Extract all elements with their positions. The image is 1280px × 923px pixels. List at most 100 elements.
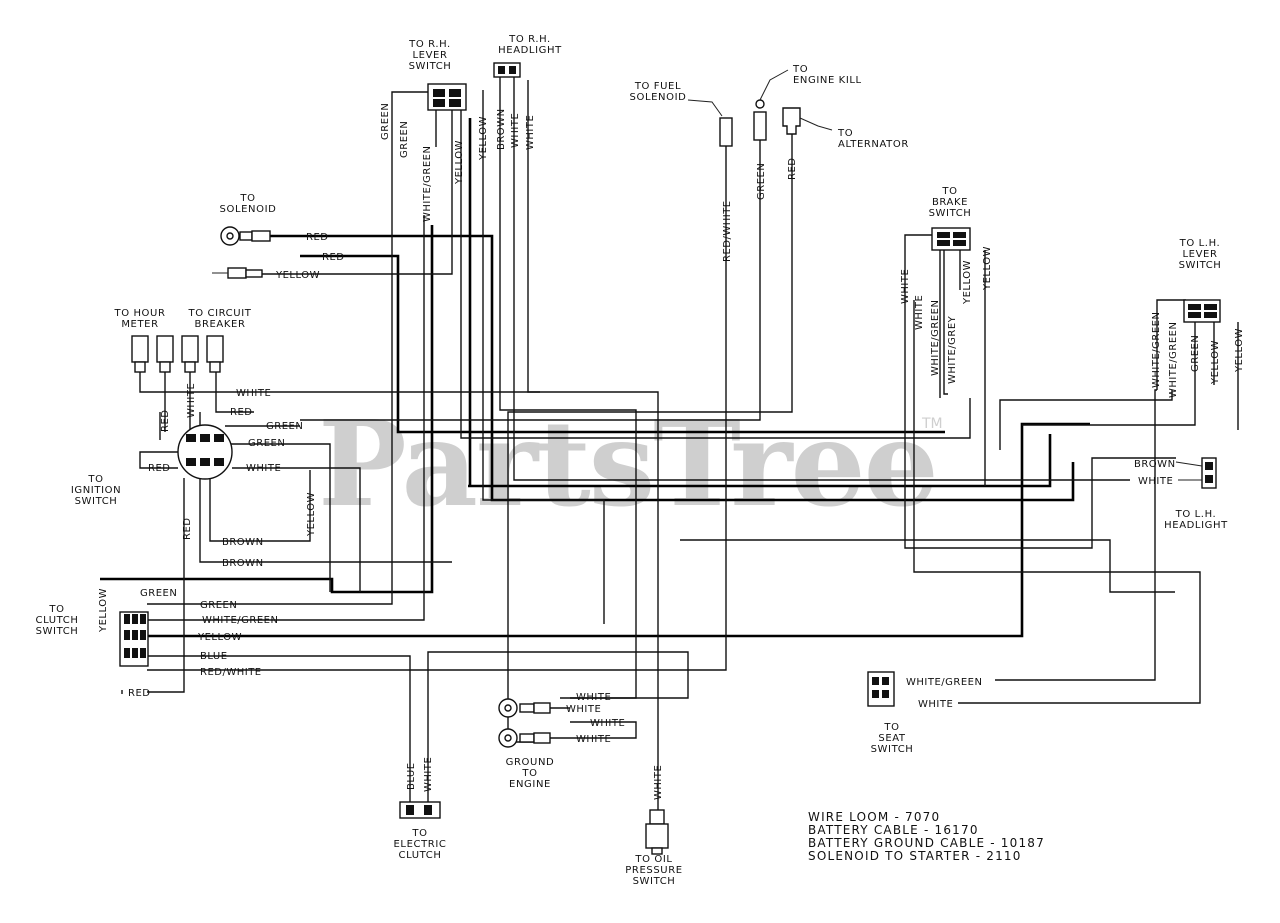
label-brown: BROWN	[496, 108, 507, 150]
svg-text:SWITCH: SWITCH	[633, 876, 676, 887]
svg-text:SEAT: SEAT	[878, 733, 906, 744]
svg-text:METER: METER	[121, 319, 158, 330]
wire-labels-vertical: GREEN GREEN WHITE/GREEN YELLOW YELLOW BR…	[98, 103, 1245, 800]
svg-text:IGNITION: IGNITION	[71, 485, 121, 496]
svg-text:CLUTCH: CLUTCH	[399, 850, 442, 861]
svg-text:TO: TO	[792, 64, 808, 75]
label-white-green: WHITE/GREEN	[906, 677, 982, 688]
label-yellow: YELLOW	[962, 260, 973, 305]
label-blue: BLUE	[406, 762, 417, 790]
label-yellow: YELLOW	[478, 116, 489, 161]
label-green: GREEN	[399, 121, 410, 158]
solenoid-ring-terminal	[220, 226, 271, 246]
label-yellow: YELLOW	[1234, 328, 1245, 373]
caption-rh-lever-switch: TO R.H. LEVER SWITCH	[408, 39, 451, 72]
label-yellow: YELLOW	[197, 632, 242, 643]
ground-ring-terminals	[498, 698, 637, 748]
label-red: RED	[230, 407, 252, 418]
svg-text:TO: TO	[411, 828, 427, 839]
label-green: GREEN	[140, 588, 177, 599]
label-yellow: YELLOW	[1210, 340, 1221, 385]
svg-text:TO HOUR: TO HOUR	[113, 308, 165, 319]
label-white-green: WHITE/GREEN	[422, 146, 433, 222]
thin-wires	[121, 73, 1239, 805]
label-red: RED	[160, 410, 171, 432]
caption-circuit-breaker: TO CIRCUIT BREAKER	[188, 308, 252, 330]
label-green: GREEN	[1190, 335, 1201, 372]
note-line: BATTERY GROUND CABLE - 10187	[808, 836, 1045, 850]
caption-lh-headlight: TO L.H. HEADLIGHT	[1164, 509, 1228, 531]
label-white: WHITE	[1138, 476, 1173, 487]
alternator-connector	[782, 107, 833, 135]
label-white: WHITE	[590, 718, 625, 729]
circuit-breaker-terminals	[181, 335, 224, 373]
note-line: BATTERY CABLE - 16170	[808, 823, 979, 837]
fuel-solenoid-connector	[687, 99, 733, 147]
rh-headlight-connector	[493, 62, 521, 78]
svg-text:BRAKE: BRAKE	[932, 197, 968, 208]
svg-text:LEVER: LEVER	[413, 50, 448, 61]
label-red: RED	[306, 232, 328, 243]
caption-clutch-switch: TO CLUTCH SWITCH	[36, 604, 79, 637]
label-white: WHITE	[576, 734, 611, 745]
label-yellow: YELLOW	[454, 140, 465, 185]
svg-text:TO OIL: TO OIL	[634, 854, 672, 865]
heavy-wires	[100, 118, 1090, 638]
svg-text:TO R.H.: TO R.H.	[408, 39, 451, 50]
label-brown: BROWN	[222, 537, 264, 548]
caption-fuel-solenoid: TO FUEL SOLENOID	[630, 81, 686, 103]
label-red-white: RED/WHITE	[722, 200, 733, 262]
svg-text:SWITCH: SWITCH	[929, 208, 972, 219]
label-white: WHITE	[566, 704, 601, 715]
label-yellow: YELLOW	[275, 270, 320, 281]
caption-lh-lever-switch: TO L.H. LEVER SWITCH	[1179, 238, 1221, 271]
svg-text:SOLENOID: SOLENOID	[220, 204, 277, 215]
svg-text:ALTERNATOR: ALTERNATOR	[838, 139, 909, 150]
label-green: GREEN	[756, 163, 767, 200]
svg-text:SWITCH: SWITCH	[409, 61, 452, 72]
label-white-green: WHITE/GREEN	[1168, 322, 1179, 398]
svg-text:ELECTRIC: ELECTRIC	[394, 839, 447, 850]
svg-text:TO: TO	[883, 722, 899, 733]
caption-seat-switch: TO SEAT SWITCH	[871, 722, 913, 755]
svg-text:SWITCH: SWITCH	[36, 626, 79, 637]
caption-rh-headlight: TO R.H. HEADLIGHT	[498, 34, 562, 56]
label-white-green: WHITE/GREEN	[1151, 312, 1162, 388]
engine-kill-connector	[753, 69, 789, 141]
label-white: WHITE	[246, 463, 281, 474]
svg-text:TO FUEL: TO FUEL	[634, 81, 681, 92]
label-white: WHITE	[653, 765, 664, 800]
label-red: RED	[787, 158, 798, 180]
svg-text:TO L.H.: TO L.H.	[1175, 509, 1217, 520]
label-brown: BROWN	[1134, 459, 1176, 470]
caption-electric-clutch: TO ELECTRIC CLUTCH	[394, 828, 447, 861]
wire-labels-horizontal: RED RED YELLOW WHITE RED GREEN GREEN RED…	[128, 232, 1176, 745]
svg-text:HEADLIGHT: HEADLIGHT	[1164, 520, 1228, 531]
caption-ignition-switch: TO IGNITION SWITCH	[71, 474, 121, 507]
caption-ground: GROUND TO ENGINE	[506, 757, 555, 790]
label-white: WHITE	[576, 692, 611, 703]
svg-text:TO R.H.: TO R.H.	[508, 34, 551, 45]
label-white: WHITE	[423, 757, 434, 792]
svg-text:TO: TO	[48, 604, 64, 615]
svg-text:HEADLIGHT: HEADLIGHT	[498, 45, 562, 56]
svg-text:TO: TO	[239, 193, 255, 204]
svg-text:ENGINE: ENGINE	[509, 779, 551, 790]
label-green: GREEN	[266, 421, 303, 432]
caption-engine-kill: TO ENGINE KILL	[792, 64, 861, 86]
watermark-tm: TM	[921, 416, 943, 432]
oil-pressure-connector	[645, 770, 669, 855]
svg-text:TO: TO	[941, 186, 957, 197]
svg-text:GROUND: GROUND	[506, 757, 555, 768]
label-red-white: RED/WHITE	[200, 667, 262, 678]
note-line: SOLENOID TO STARTER - 2110	[808, 849, 1022, 863]
caption-solenoid: TO SOLENOID	[220, 193, 277, 215]
label-white-green: WHITE/GREEN	[930, 300, 941, 376]
lh-headlight-connector	[1175, 457, 1217, 489]
label-white: WHITE	[914, 295, 925, 330]
svg-text:SWITCH: SWITCH	[75, 496, 118, 507]
label-white-grey: WHITE/GREY	[947, 315, 958, 384]
rh-lever-switch-connector	[427, 83, 467, 111]
brake-switch-connector	[931, 227, 971, 251]
seat-switch-connector	[867, 671, 895, 707]
